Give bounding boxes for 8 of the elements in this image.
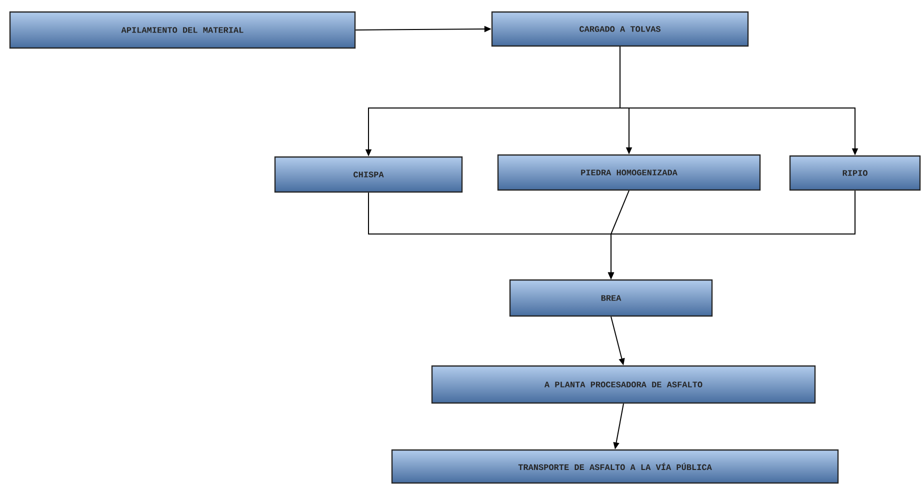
process-box: CARGADO A TOLVAS [491, 11, 749, 47]
process-box: CHISPA [274, 156, 463, 193]
process-box: TRANSPORTE DE ASFALTO A LA VÍA PÚBLICA [391, 449, 839, 484]
process-box: A PLANTA PROCESADORA DE ASFALTO [431, 365, 816, 404]
process-box: PIEDRA HOMOGENIZADA [497, 154, 761, 191]
process-box: APILAMIENTO DEL MATERIAL [9, 11, 356, 49]
process-box: BREA [509, 279, 713, 317]
process-box: RIPIO [789, 155, 921, 191]
